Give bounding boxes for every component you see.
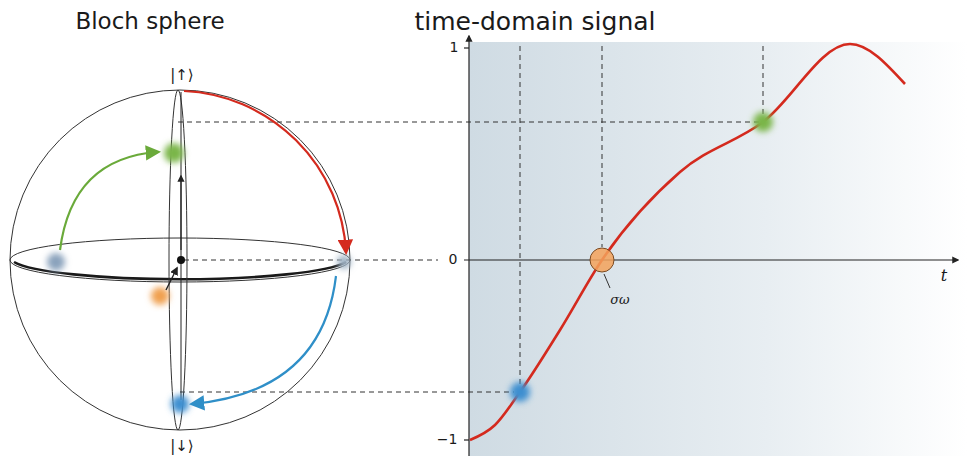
y-axis (468, 36, 469, 456)
signal-curve (470, 44, 905, 440)
state-label: |↑⟩ (170, 67, 193, 84)
axis-value: 0 (449, 252, 458, 267)
leader-line (604, 274, 610, 288)
sphere-outline (10, 90, 350, 430)
projection-line (520, 46, 521, 386)
projection-line (763, 46, 764, 116)
axis-name: t (941, 267, 947, 285)
state-label: |↓⟩ (170, 438, 193, 455)
state-blob (47, 253, 65, 271)
rotation-arrow (60, 152, 158, 250)
sample-point (753, 112, 773, 132)
parameter-label: σω (610, 293, 629, 307)
sphere-center (177, 256, 185, 264)
axis-line (181, 92, 182, 258)
axis-value: 1 (450, 40, 459, 55)
state-blob (164, 143, 184, 163)
meridian (169, 90, 187, 430)
projection-line (180, 392, 514, 393)
panel-title: time-domain signal (414, 8, 655, 36)
axis-value: −1 (437, 432, 458, 447)
panel-title: Bloch sphere (75, 9, 224, 34)
rotation-arrow (192, 276, 336, 404)
projection-line (178, 122, 763, 123)
state-vector (166, 268, 177, 290)
axis-line (181, 262, 182, 400)
state-vector (180, 176, 181, 250)
axis-tick (464, 439, 469, 440)
sample-point (510, 382, 530, 402)
state-blob (337, 255, 351, 269)
sample-point (590, 248, 614, 272)
rotation-arrow (184, 91, 346, 252)
plot-background (469, 42, 967, 456)
projection-line (184, 260, 438, 261)
state-blob (171, 395, 189, 413)
axis-tick (464, 47, 469, 48)
projection-line (602, 46, 603, 247)
x-axis (464, 259, 958, 260)
